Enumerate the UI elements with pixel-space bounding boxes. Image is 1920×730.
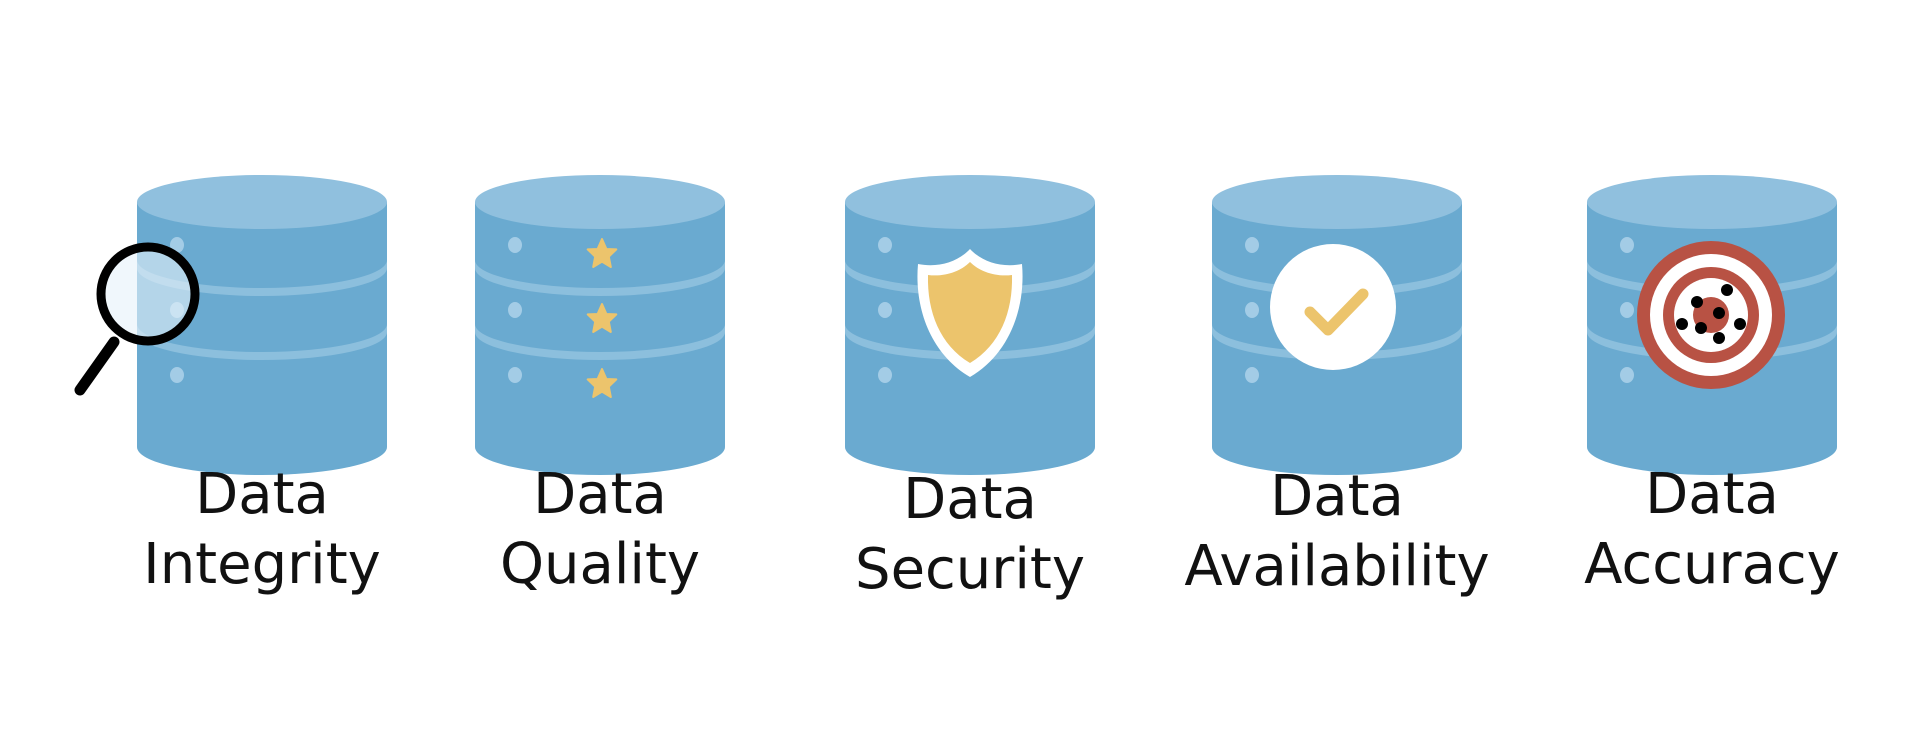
label-data-quality: Data Quality [400, 460, 800, 600]
magnifier-icon [74, 242, 200, 396]
label-line2: Security [855, 537, 1085, 602]
label-line1: Data [533, 462, 667, 527]
label-data-security: Data Security [770, 465, 1170, 605]
target-icon [1637, 241, 1785, 389]
label-line2: Availability [1184, 534, 1490, 599]
label-line2: Quality [499, 532, 701, 597]
checkmark-icon [1270, 244, 1396, 370]
label-line2: Integrity [143, 532, 381, 597]
label-line2: Accuracy [1584, 532, 1840, 597]
label-line1: Data [1645, 462, 1779, 527]
label-line1: Data [1270, 464, 1404, 529]
label-data-accuracy: Data Accuracy [1512, 460, 1912, 600]
label-line1: Data [903, 467, 1037, 532]
label-data-integrity: Data Integrity [62, 460, 462, 600]
label-data-availability: Data Availability [1137, 462, 1537, 602]
shield-icon [917, 249, 1023, 377]
label-line1: Data [195, 462, 329, 527]
